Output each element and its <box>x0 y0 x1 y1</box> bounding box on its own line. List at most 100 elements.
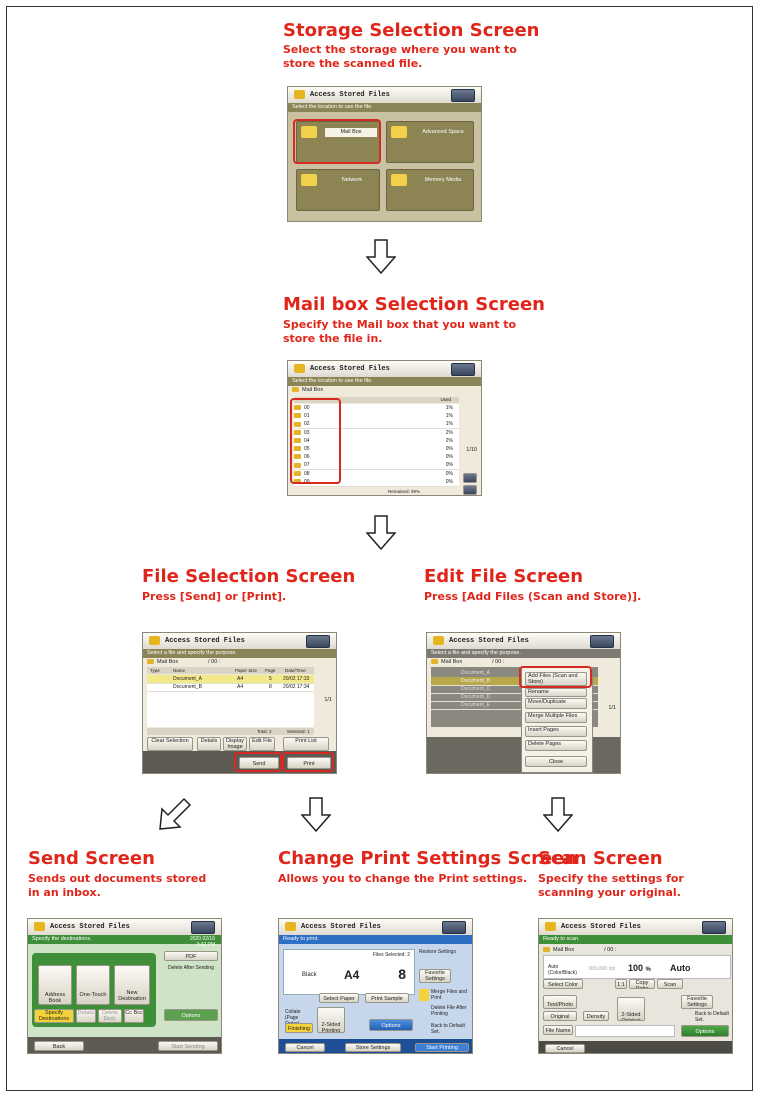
folder-icon <box>433 636 444 645</box>
down-arrow-icon <box>366 515 396 551</box>
options-button[interactable]: Options <box>164 1009 218 1021</box>
mailbox-screen: Access Stored Files Select the location … <box>287 360 482 496</box>
close-button[interactable]: Close <box>525 756 587 767</box>
advanced-space-icon <box>391 126 407 138</box>
print-button[interactable]: Print <box>287 757 331 769</box>
favorite-settings-button[interactable]: Favorite Settings <box>419 969 451 983</box>
scroll-up-button[interactable] <box>463 473 477 483</box>
mailbox-icon <box>294 470 301 476</box>
folder-icon <box>294 364 305 373</box>
edit-desc: Press [Add Files (Scan and Store)]. <box>424 590 642 603</box>
storage-title: Storage Selection Screen <box>283 20 540 41</box>
edit-title: Edit File Screen <box>424 566 584 587</box>
density-button[interactable]: Density <box>583 1011 609 1021</box>
network-button[interactable]: Network <box>296 169 380 211</box>
scan-screen: Access Stored Files Ready to scan. Mail … <box>538 918 733 1054</box>
mailbox-icon <box>431 659 438 665</box>
select-color-button[interactable]: Select Color <box>543 979 583 989</box>
file-title: File Selection Screen <box>142 566 356 587</box>
settings-icon[interactable] <box>451 89 475 102</box>
diagonal-arrow-icon <box>159 797 192 830</box>
move-duplicate-button[interactable]: Move/Duplicate <box>525 698 587 709</box>
cancel-button[interactable]: Cancel <box>285 1043 325 1052</box>
two-sided-button[interactable]: 2-Sided Printing <box>317 1007 345 1033</box>
select-paper-button[interactable]: Select Paper <box>319 993 359 1003</box>
file-desc: Press [Send] or [Print]. <box>142 590 287 603</box>
settings-icon[interactable] <box>442 921 466 934</box>
print-sample-button[interactable]: Print Sample <box>365 993 409 1003</box>
copy-ratio-button[interactable]: Copy Ratio <box>629 979 655 989</box>
original-type-button[interactable]: Original Type <box>543 1011 577 1021</box>
edit-menu: Add Files (Scan and Store) Rename Move/D… <box>521 667 593 773</box>
store-settings-button[interactable]: Store Settings <box>345 1043 401 1052</box>
memory-media-icon <box>391 174 407 186</box>
list-item: Document_E <box>431 701 598 710</box>
advanced-space-button[interactable]: Advanced Space <box>386 121 474 163</box>
favorite-settings-button[interactable]: Favorite Settings <box>681 995 713 1009</box>
delete-dest-button[interactable]: Delete Dest. <box>98 1009 122 1023</box>
settings-icon[interactable] <box>191 921 215 934</box>
table-row[interactable]: Document_B A4 8 20/02 17:34 <box>147 683 314 692</box>
options-button[interactable]: Options <box>369 1019 413 1031</box>
address-book-button[interactable]: Address Book <box>38 965 72 1005</box>
scroll-down-button[interactable] <box>463 485 477 495</box>
down-arrow-icon <box>366 239 396 275</box>
page-frame <box>6 6 753 1091</box>
settings-icon[interactable] <box>306 635 330 648</box>
delete-pages-button[interactable]: Delete Pages <box>525 740 587 751</box>
scan-size-button[interactable]: Scan Size <box>657 979 683 989</box>
add-files-button[interactable]: Add Files (Scan and Store) <box>525 672 587 686</box>
insert-pages-button[interactable]: Insert Pages <box>525 726 587 737</box>
highlight-send <box>234 752 282 772</box>
clear-selection-button[interactable]: Clear Selection <box>147 737 193 751</box>
file-name-field[interactable] <box>575 1025 675 1037</box>
folder-icon <box>149 636 160 645</box>
details-button[interactable]: Details <box>76 1009 96 1023</box>
storage-screen: Access Stored Files Select the location … <box>287 86 482 222</box>
one-touch-button[interactable]: One-Touch <box>76 965 110 1005</box>
send-button[interactable]: Send <box>239 757 279 769</box>
mailbox-icon <box>294 429 301 435</box>
settings-icon[interactable] <box>451 363 475 376</box>
text-photo-button[interactable]: Text/Photo <box>543 995 577 1009</box>
file-screen: Access Stored Files Select a file and sp… <box>142 632 337 774</box>
scan-title: Scan Screen <box>538 848 663 869</box>
merge-files-button[interactable]: Merge Multiple Files <box>525 712 587 723</box>
details-button[interactable]: Details <box>197 737 221 751</box>
edit-file-button[interactable]: Edit File <box>249 737 275 751</box>
two-sided-original-button[interactable]: 2-Sided Original <box>617 997 645 1021</box>
mailbox-icon <box>301 126 317 138</box>
mail-box-button[interactable]: Mail Box <box>296 121 380 163</box>
folder-icon <box>294 90 305 99</box>
table-row[interactable]: Document_A A4 5 20/02 17:33 <box>147 675 314 684</box>
send-title: Send Screen <box>28 848 155 869</box>
rename-button[interactable]: Rename <box>525 688 587 697</box>
highlight-add-files <box>519 666 592 688</box>
back-button[interactable]: Back <box>34 1041 84 1051</box>
specify-destinations-button[interactable]: Specify Destinations <box>34 1009 74 1023</box>
pdf-button[interactable]: PDF <box>164 951 218 961</box>
display-image-button[interactable]: Display Image <box>223 737 247 751</box>
settings-icon[interactable] <box>702 921 726 934</box>
start-printing-button[interactable]: Start Printing <box>415 1043 469 1052</box>
start-sending-button[interactable]: Start Sending <box>158 1041 218 1051</box>
cc-bcc-button[interactable]: Cc Bcc <box>124 1009 144 1023</box>
folder-icon <box>545 922 556 931</box>
memory-media-button[interactable]: Memory Media <box>386 169 474 211</box>
new-destination-button[interactable]: New Destination <box>114 965 150 1005</box>
mailbox-icon <box>294 478 301 484</box>
highlight-mailbox-list <box>290 398 341 484</box>
mailbox-icon <box>292 387 299 393</box>
cancel-button[interactable]: Cancel <box>545 1044 585 1053</box>
ratio-1to1-button[interactable]: 1:1 <box>615 979 627 989</box>
print-list-button[interactable]: Print List <box>283 737 329 751</box>
options-button[interactable]: Options <box>681 1025 729 1037</box>
file-name-button[interactable]: File Name <box>543 1025 573 1035</box>
mailbox-icon <box>294 462 301 468</box>
finishing-button[interactable]: Finishing <box>285 1023 313 1033</box>
mailbox-icon <box>147 659 154 665</box>
settings-icon[interactable] <box>590 635 614 648</box>
